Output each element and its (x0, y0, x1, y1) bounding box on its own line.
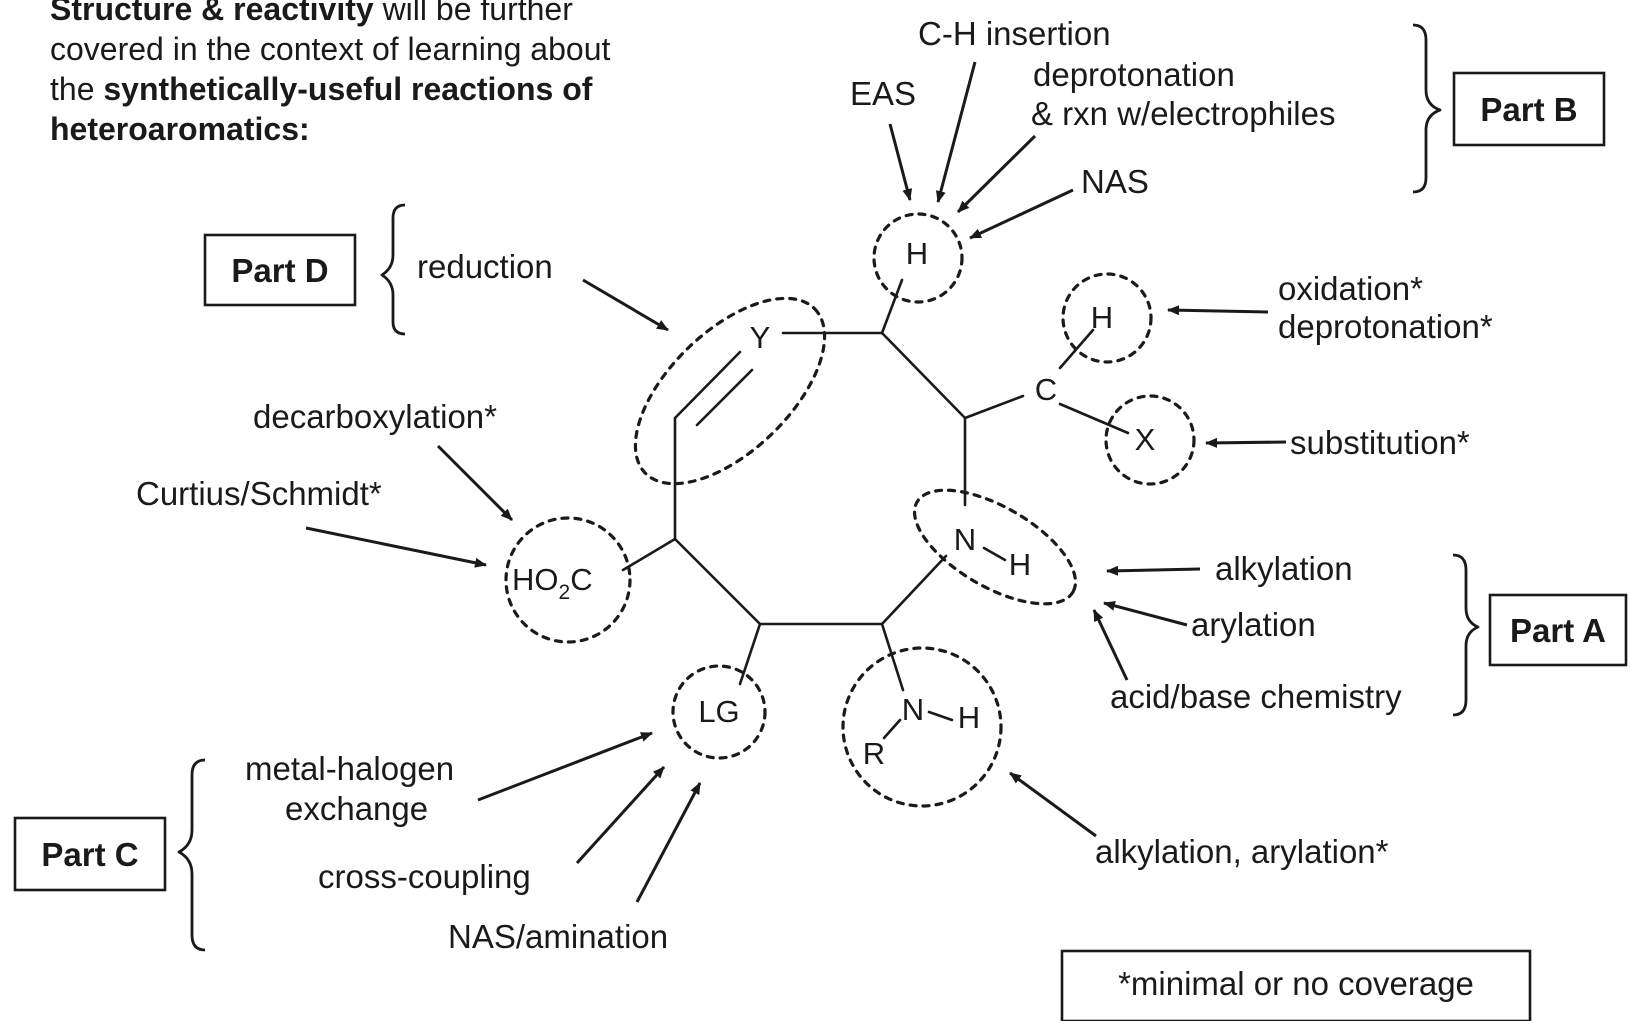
label-ch-insertion: C-H insertion (918, 15, 1111, 52)
brace-part-d (380, 203, 406, 336)
atom-x: X (1135, 422, 1156, 457)
intro-line-3: the synthetically-useful reactions of (50, 71, 593, 107)
ring-double-bond-inner (695, 368, 754, 427)
arrow-substitution (1205, 437, 1287, 448)
arrow-oxidation (1167, 305, 1269, 316)
atom-c-side: C (1035, 372, 1057, 407)
label-acid-base: acid/base chemistry (1110, 678, 1402, 715)
intro-line-2: covered in the context of learning about (50, 31, 610, 67)
atom-y: Y (750, 320, 771, 355)
atom-carboxyl: HO2C (512, 562, 593, 604)
part-a-box: Part A (1488, 593, 1628, 667)
highlight-n-h (912, 488, 1078, 606)
atom-n-amine: N (902, 692, 924, 727)
arrow-cross-coupling (575, 765, 666, 865)
brace-part-b (1412, 23, 1442, 194)
bond-to-amine (880, 622, 905, 692)
arrow-alkylation-arylation (1009, 771, 1097, 838)
label-eas: EAS (850, 75, 916, 112)
highlight-h-side (1061, 272, 1153, 364)
arrow-metal-halogen (477, 731, 653, 802)
part-d-box: Part D (203, 233, 357, 307)
label-arylation: arylation (1191, 606, 1316, 643)
highlight-x (1104, 394, 1196, 486)
arrow-nas-top (969, 188, 1074, 240)
bond-c-x (1058, 402, 1130, 435)
atom-h-ring: H (1009, 547, 1031, 582)
bond-to-acid (621, 537, 677, 572)
part-c-label: Part C (41, 836, 138, 873)
label-deprotonation-2: & rxn w/electrophiles (1031, 95, 1335, 132)
group-braces (177, 23, 1480, 952)
part-b-label: Part B (1480, 91, 1577, 128)
arrow-alkylation (1106, 565, 1201, 576)
ring-structure: Y H H C X N H N H R LG HO2C (512, 236, 1156, 771)
arrow-curtius (305, 526, 487, 568)
bond-to-carbon (963, 394, 1025, 420)
highlight-lg (671, 664, 767, 760)
highlight-double-bond (633, 296, 827, 486)
highlight-amine (841, 646, 1003, 808)
intro-line-1: Structure & reactivity will be further (50, 0, 573, 27)
ring-bond (880, 554, 948, 626)
arrow-nas-amination (635, 782, 702, 903)
arrow-ch-insertion (935, 61, 977, 203)
label-metal-halogen-1: metal-halogen (245, 750, 454, 787)
highlight-h-top (872, 212, 964, 304)
ring-double-bond-outer (673, 350, 742, 420)
brace-part-a (1452, 553, 1480, 717)
ring-bond (880, 331, 967, 420)
ring-bond (673, 537, 762, 626)
label-oxidation: oxidation* (1278, 270, 1423, 307)
brace-part-c (177, 758, 206, 952)
footnote-box: *minimal or no coverage (1060, 949, 1532, 1023)
arrow-acid-base (1092, 609, 1129, 681)
label-alkylation-arylation: alkylation, arylation* (1095, 833, 1389, 870)
arrow-deprotonation (956, 134, 1037, 214)
label-reduction: reduction (417, 248, 553, 285)
label-deprotonation-side: deprotonation* (1278, 308, 1493, 345)
label-metal-halogen-2: exchange (285, 790, 428, 827)
atom-lg: LG (698, 694, 739, 729)
arrow-arylation (1103, 600, 1188, 627)
intro-line-4: heteroaromatics: (50, 111, 310, 147)
atom-h-side: H (1091, 300, 1113, 335)
reaction-labels: C-H insertion EAS deprotonation & rxn w/… (136, 15, 1493, 955)
reactive-site-highlights (504, 212, 1196, 808)
atom-h-amine: H (958, 700, 980, 735)
part-c-box: Part C (13, 816, 167, 892)
bond-to-lg (738, 622, 762, 686)
label-decarboxylation: decarboxylation* (253, 398, 497, 435)
bond-amine-h (927, 710, 954, 722)
label-nas-top: NAS (1081, 163, 1149, 200)
part-d-label: Part D (231, 252, 328, 289)
part-a-label: Part A (1510, 612, 1606, 649)
highlight-carboxyl (504, 516, 632, 644)
atom-h-top: H (906, 236, 928, 271)
arrow-eas (888, 123, 913, 201)
label-nas-amination: NAS/amination (448, 918, 668, 955)
label-deprotonation-1: deprotonation (1033, 56, 1235, 93)
label-curtius: Curtius/Schmidt* (136, 475, 382, 512)
label-alkylation: alkylation (1215, 550, 1353, 587)
label-substitution: substitution* (1290, 424, 1470, 461)
bond-to-h (880, 278, 904, 335)
footnote-text: *minimal or no coverage (1118, 965, 1474, 1002)
arrow-decarboxylation (436, 444, 514, 522)
atom-n-ring: N (954, 522, 976, 557)
bond-amine-r (882, 718, 902, 740)
part-b-box: Part B (1452, 71, 1606, 147)
label-cross-coupling: cross-coupling (318, 858, 531, 895)
atom-r-amine: R (863, 736, 885, 771)
arrow-reduction (582, 278, 669, 332)
reaction-arrows (305, 61, 1287, 903)
bond-n-h (982, 546, 1007, 562)
